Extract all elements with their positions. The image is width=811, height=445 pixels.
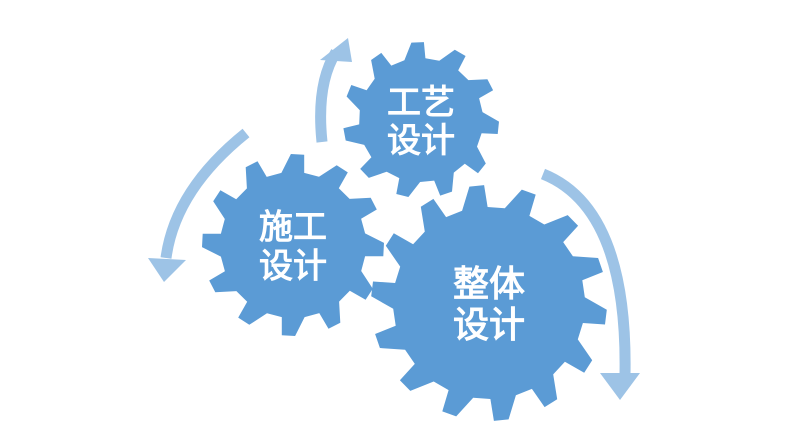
arrow-right — [540, 168, 631, 376]
cycle-arrows — [148, 38, 640, 400]
gear-bottom-right-label-line1: 整体 — [453, 264, 525, 305]
gear-left-label-line1: 施工 — [259, 208, 327, 248]
gear-bottom-right-shape — [371, 185, 607, 421]
gear-top-label-line1: 工艺 — [387, 83, 455, 123]
arrow-top-head — [320, 38, 352, 62]
gear-bottom-right: 整体 设计 — [371, 185, 607, 421]
arrow-left-head — [148, 258, 186, 282]
gear-top-label-line2: 设计 — [387, 121, 455, 161]
gear-left-shape — [202, 154, 384, 336]
arrow-left — [160, 128, 250, 259]
gear-left: 施工 设计 — [202, 154, 384, 336]
gear-top: 工艺 设计 — [343, 42, 499, 197]
arrow-right-head — [600, 373, 640, 400]
gear-bottom-right-label-line2: 设计 — [453, 305, 525, 346]
gear-top-shape — [343, 42, 499, 197]
gear-left-label-line2: 设计 — [259, 247, 327, 287]
arrow-top — [315, 49, 341, 143]
